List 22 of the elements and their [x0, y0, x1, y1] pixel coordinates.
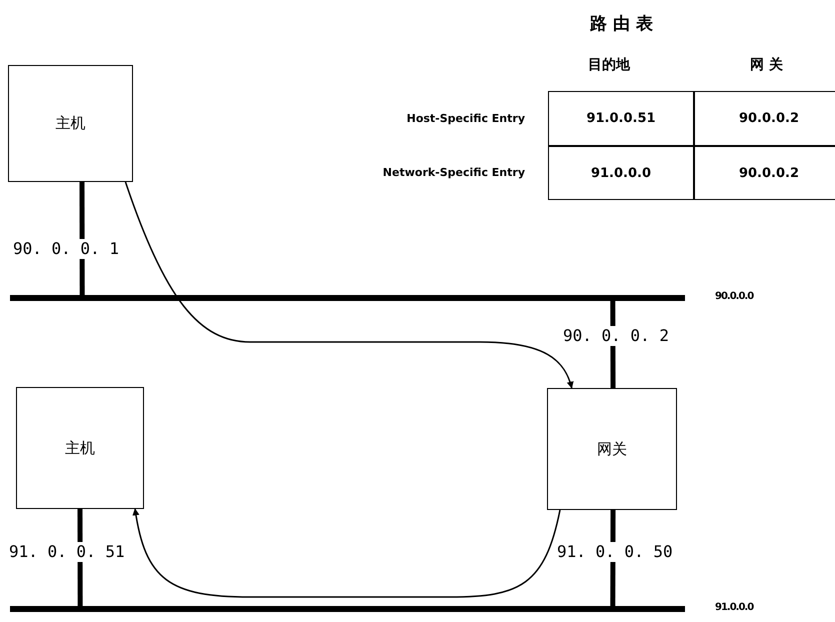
network-bus	[10, 606, 685, 612]
ip-address-label: 91. 0. 0. 50	[556, 542, 674, 562]
curved-arrow	[124, 182, 574, 389]
device-box: 主机	[16, 387, 144, 509]
network-bus	[10, 295, 685, 301]
table-cell: 91.0.0.0	[548, 146, 694, 200]
ip-address-label: 91. 0. 0. 51	[8, 542, 126, 562]
ip-address-label: 90. 0. 0. 2	[562, 326, 670, 346]
curved-arrow	[132, 508, 561, 598]
network-address: 91.0.0.0	[715, 602, 754, 613]
table-cell: 90.0.0.2	[694, 91, 835, 146]
column-header: 网 关	[750, 56, 783, 74]
row-header: Host-Specific Entry	[406, 112, 525, 125]
network-address: 90.0.0.0	[715, 291, 754, 302]
table-cell: 90.0.0.2	[694, 146, 835, 200]
table-title: 路 由 表	[590, 13, 653, 35]
device-box: 网关	[547, 388, 677, 510]
row-header: Network-Specific Entry	[382, 166, 525, 179]
device-box: 主机	[8, 65, 133, 182]
column-header: 目的地	[588, 56, 630, 74]
ip-address-label: 90. 0. 0. 1	[12, 239, 120, 259]
table-cell: 91.0.0.51	[548, 91, 694, 146]
